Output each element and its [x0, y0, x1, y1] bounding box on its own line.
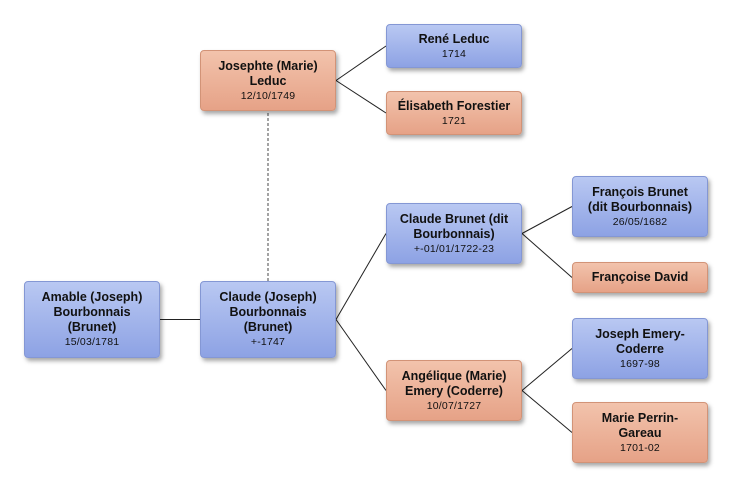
parent-link-angelique-joseph_emery — [521, 348, 573, 391]
person-date: 1714 — [441, 47, 467, 60]
person-date: 10/07/1727 — [426, 399, 482, 412]
parent-link-claude_joseph-angelique — [335, 319, 387, 391]
person-name: Angélique (Marie) Emery (Coderre) — [401, 368, 507, 398]
parent-link-josephte-elisabeth — [335, 80, 387, 114]
parent-link-claude_brunet-francoise — [521, 233, 573, 278]
person-name: François Brunet (dit Bourbonnais) — [587, 184, 693, 214]
parent-link-josephte-rene — [335, 45, 387, 81]
person-date: 12/10/1749 — [240, 89, 296, 102]
person-name: Josephte (Marie) Leduc — [218, 58, 318, 88]
person-name: Joseph Emery- Coderre — [595, 326, 685, 356]
parent-link-claude_joseph-claude_brunet — [335, 233, 387, 320]
person-card-claude-joseph[interactable]: Claude (Joseph) Bourbonnais (Brunet) +-17… — [200, 281, 336, 358]
person-name: René Leduc — [418, 31, 490, 46]
person-card-angelique[interactable]: Angélique (Marie) Emery (Coderre)10/07/1… — [386, 360, 522, 421]
parent-link-claude_brunet-francois — [521, 206, 573, 234]
person-name: Claude Brunet (dit Bourbonnais) — [399, 211, 509, 241]
person-name: Claude (Joseph) Bourbonnais (Brunet) — [219, 290, 317, 334]
person-name: Amable (Joseph) Bourbonnais (Brunet) — [41, 290, 143, 334]
person-card-claude-brunet[interactable]: Claude Brunet (dit Bourbonnais)+-01/01/1… — [386, 203, 522, 264]
person-name: Françoise David — [591, 270, 689, 284]
person-date: 26/05/1682 — [612, 215, 668, 228]
person-card-francoise[interactable]: Françoise David — [572, 262, 708, 293]
person-card-francois[interactable]: François Brunet (dit Bourbonnais)26/05/1… — [572, 176, 708, 237]
person-name: Marie Perrin- Gareau — [601, 410, 679, 440]
person-date: 1697-98 — [620, 357, 660, 370]
person-date: 15/03/1781 — [64, 336, 120, 348]
parent-link-angelique-marie_perrin — [521, 390, 573, 433]
person-name: Élisabeth Forestier — [397, 98, 511, 113]
person-date: +-01/01/1722-23 — [413, 242, 495, 255]
person-date: 1701-02 — [620, 441, 660, 454]
person-date: +-1747 — [250, 336, 286, 348]
person-card-amable[interactable]: Amable (Joseph) Bourbonnais (Brunet) 15/0… — [24, 281, 160, 358]
person-date: 1721 — [441, 114, 467, 127]
